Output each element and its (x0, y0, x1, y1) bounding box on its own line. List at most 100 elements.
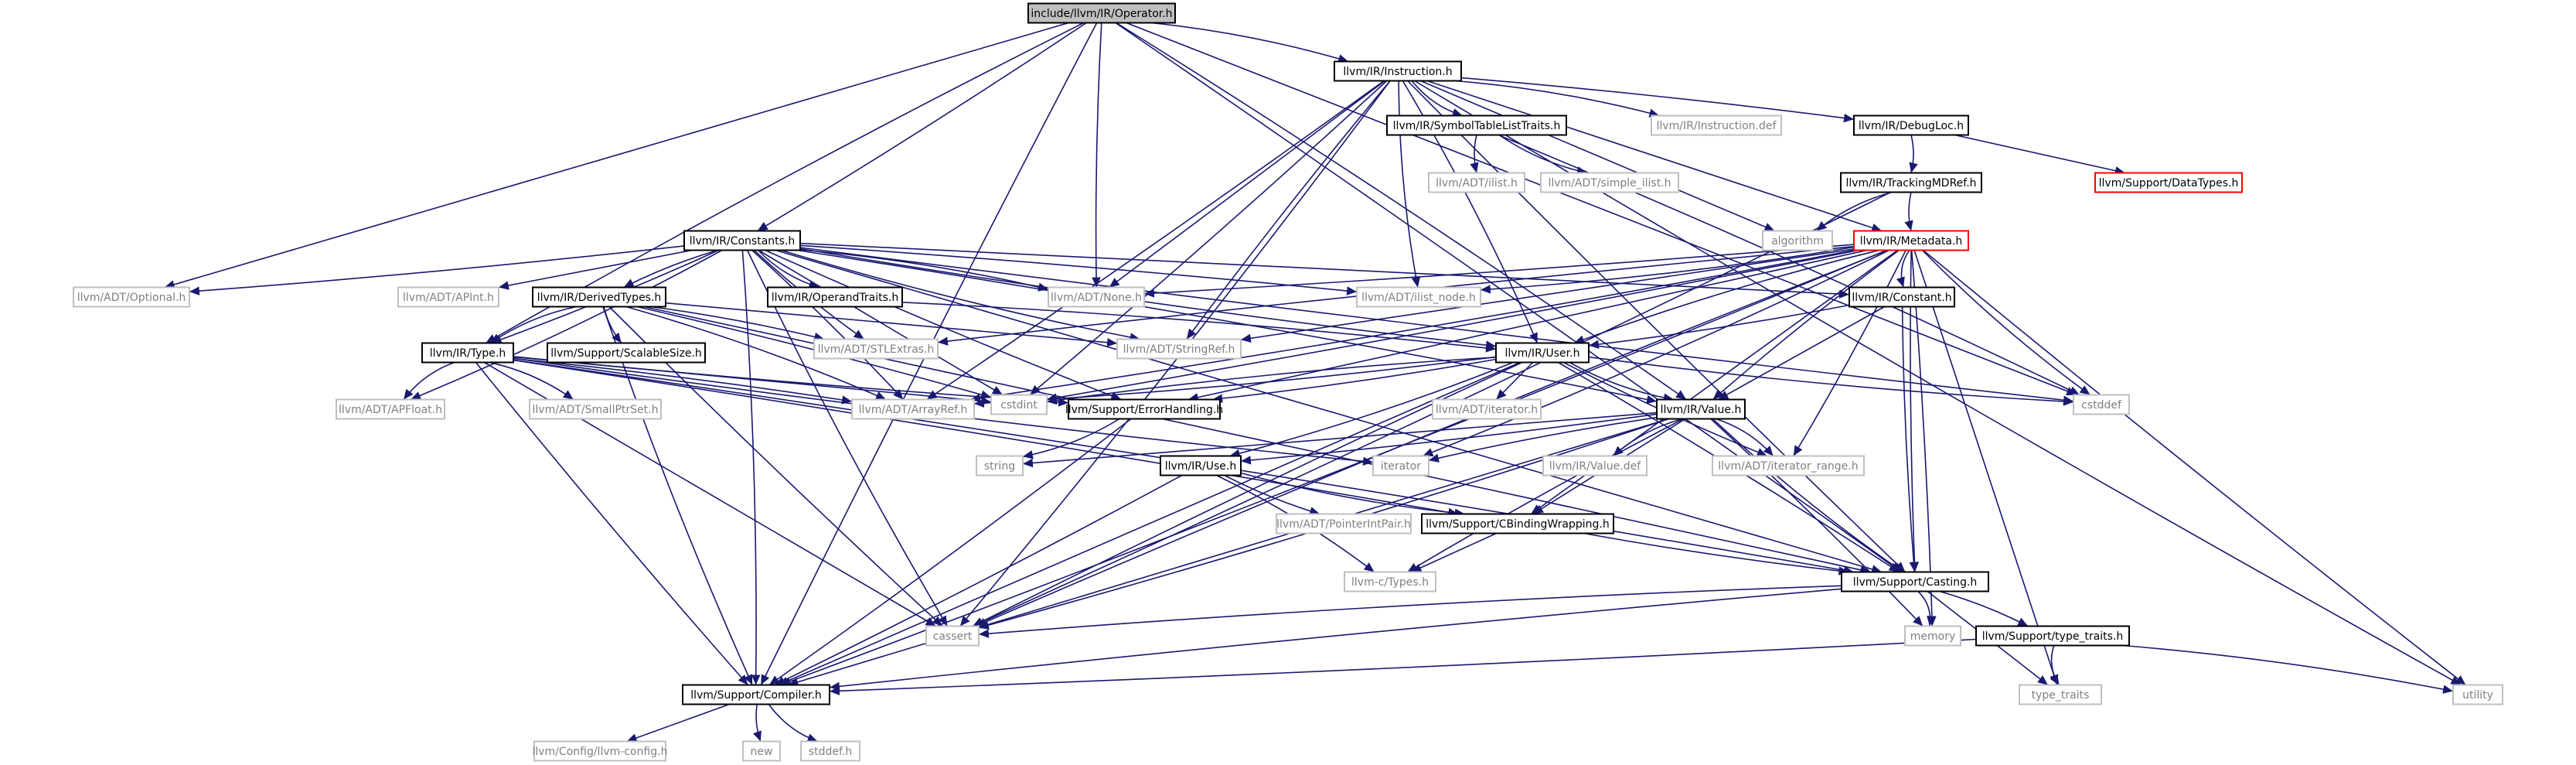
node-value-label: llvm/IR/Value.h (1661, 404, 1742, 416)
edge-instruction-to-none (1109, 80, 1385, 289)
node-user-box[interactable] (1495, 342, 1590, 364)
edge-metadata-to-constant (1896, 250, 1910, 288)
node-memory-box (1904, 625, 1961, 647)
edge-value-to-use (1240, 413, 1658, 465)
node-derivedtypes[interactable]: llvm/IR/DerivedTypes.h (532, 286, 666, 308)
node-symtab-box[interactable] (1386, 114, 1567, 136)
node-casting-box[interactable] (1841, 571, 1989, 593)
node-instruction-label: llvm/IR/Instruction.h (1343, 66, 1452, 78)
node-ilist-label: llvm/ADT/ilist.h (1436, 177, 1518, 190)
node-scalablesize-box[interactable] (547, 342, 706, 364)
node-llvmconfig: llvm/Config/llvm-config.h (533, 740, 668, 762)
node-trackingmd-box[interactable] (1840, 172, 1982, 193)
node-typetraitsh-box[interactable] (1975, 625, 2130, 647)
node-operandtraits-box[interactable] (767, 286, 903, 308)
node-instruction[interactable]: llvm/IR/Instruction.h (1334, 60, 1462, 82)
edge-operandtraits-to-user (901, 302, 1497, 353)
edge-constants-to-operandtraits (757, 249, 819, 289)
edge-compiler-to-llvmconfig (626, 703, 730, 743)
node-datatypes[interactable]: llvm/Support/DataTypes.h (2094, 172, 2243, 193)
node-debugloc-box[interactable] (1853, 114, 1969, 136)
edge-typetraitsh-to-typetraits (2050, 645, 2060, 685)
node-apfloat-label: llvm/ADT/APFloat.h (339, 404, 442, 416)
node-string-box (976, 455, 1024, 476)
node-type[interactable]: llvm/IR/Type.h (421, 342, 514, 364)
node-constants[interactable]: llvm/IR/Constants.h (683, 230, 801, 251)
node-cbinding-box[interactable] (1421, 513, 1614, 534)
node-user[interactable]: llvm/IR/User.h (1495, 342, 1590, 364)
node-instruction-box[interactable] (1334, 60, 1462, 82)
node-optional-box (73, 286, 190, 308)
node-cstdint: cstdint (990, 394, 1048, 415)
node-value-box[interactable] (1656, 398, 1746, 420)
node-iterator-label: iterator (1381, 460, 1421, 473)
node-operandtraits[interactable]: llvm/IR/OperandTraits.h (767, 286, 903, 308)
node-errorhandling-box[interactable] (1068, 398, 1221, 420)
node-derivedtypes-box[interactable] (532, 286, 666, 308)
node-stringref: llvm/ADT/StringRef.h (1116, 338, 1242, 360)
edge-type-to-compiler (475, 361, 749, 686)
edge-metadata-to-cstddef (1921, 249, 2090, 396)
node-arrayref-label: llvm/ADT/ArrayRef.h (859, 404, 968, 416)
node-simpleilist-label: llvm/ADT/simple_ilist.h (1548, 177, 1671, 190)
node-typetraits: type_traits (2019, 684, 2102, 705)
node-compiler-label: llvm/Support/Compiler.h (690, 689, 822, 702)
node-use-label: llvm/IR/Use.h (1165, 460, 1236, 473)
node-operator-box[interactable] (1027, 2, 1176, 24)
node-operator[interactable]: include/llvm/IR/Operator.h (1027, 2, 1176, 24)
node-llvmconfig-label: llvm/Config/llvm-config.h (533, 746, 668, 758)
edge-metadata-to-arrayref (969, 249, 1855, 403)
edge-derivedtypes-to-stlextras (650, 306, 825, 342)
edge-constants-to-errorhandling (765, 249, 1122, 401)
edge-instruction-to-casting (1407, 80, 1906, 573)
node-value[interactable]: llvm/IR/Value.h (1656, 398, 1746, 420)
node-constant[interactable]: llvm/IR/Constant.h (1849, 286, 1955, 308)
node-metadata-box[interactable] (1853, 230, 1969, 251)
node-pointerintpair-box (1276, 513, 1412, 534)
node-debugloc-label: llvm/IR/DebugLoc.h (1859, 120, 1964, 132)
node-use-box[interactable] (1160, 455, 1242, 476)
edge-constant-to-value (1718, 306, 1885, 401)
edge-operator-to-constants (757, 22, 1087, 232)
edge-casting-to-compiler (829, 588, 1842, 692)
node-symtab[interactable]: llvm/IR/SymbolTableListTraits.h (1386, 114, 1567, 136)
edge-type-to-apfloat (403, 361, 455, 400)
node-constant-box[interactable] (1849, 286, 1955, 308)
node-type-label: llvm/IR/Type.h (430, 347, 506, 360)
node-datatypes-box[interactable] (2094, 172, 2243, 193)
node-trackingmd[interactable]: llvm/IR/TrackingMDRef.h (1840, 172, 1982, 193)
node-type-box[interactable] (421, 342, 514, 364)
node-debugloc[interactable]: llvm/IR/DebugLoc.h (1853, 114, 1969, 136)
node-metadata[interactable]: llvm/IR/Metadata.h (1853, 230, 1969, 251)
node-instrdef: llvm/IR/Instruction.def (1651, 114, 1782, 136)
edge-instruction-to-utility (1414, 80, 2462, 686)
node-iteratorh: llvm/ADT/iterator.h (1432, 398, 1542, 420)
node-symtab-label: llvm/IR/SymbolTableListTraits.h (1393, 120, 1561, 132)
node-constants-box[interactable] (683, 230, 801, 251)
edge-debugloc-to-trackingmd (1909, 135, 1918, 173)
node-cbinding-label: llvm/Support/CBindingWrapping.h (1426, 518, 1609, 531)
edge-trackingmd-to-metadata (1904, 192, 1913, 231)
node-typetraitsh[interactable]: llvm/Support/type_traits.h (1975, 625, 2130, 647)
node-use[interactable]: llvm/IR/Use.h (1160, 455, 1242, 476)
node-cstddef-box (2073, 394, 2130, 415)
node-constants-label: llvm/IR/Constants.h (690, 235, 796, 248)
edge-symtab-to-cstddef (1498, 134, 2080, 396)
node-compiler-box[interactable] (682, 684, 830, 705)
node-errorhandling[interactable]: llvm/Support/ErrorHandling.h (1065, 398, 1223, 420)
edge-constants-to-apfloat (410, 249, 723, 401)
edge-value-to-valuedef (1612, 418, 1683, 457)
edge-instruction-to-ilistnode (1398, 80, 1421, 288)
nodes-layer: include/llvm/IR/Operator.h llvm/IR/Instru… (73, 2, 2503, 762)
node-string-label: string (984, 460, 1015, 473)
edge-instruction-to-algorithm (1420, 80, 1775, 232)
edge-symtab-to-ilist (1470, 135, 1479, 173)
node-compiler[interactable]: llvm/Support/Compiler.h (682, 684, 830, 705)
node-apfloat: llvm/ADT/APFloat.h (336, 398, 445, 420)
node-scalablesize[interactable]: llvm/Support/ScalableSize.h (547, 342, 706, 364)
edge-user-to-compiler (778, 361, 1521, 686)
node-ilist-box (1428, 172, 1525, 193)
node-errorhandling-label: llvm/Support/ErrorHandling.h (1065, 404, 1223, 416)
node-casting[interactable]: llvm/Support/Casting.h (1841, 571, 1989, 593)
node-cbinding[interactable]: llvm/Support/CBindingWrapping.h (1421, 513, 1614, 534)
